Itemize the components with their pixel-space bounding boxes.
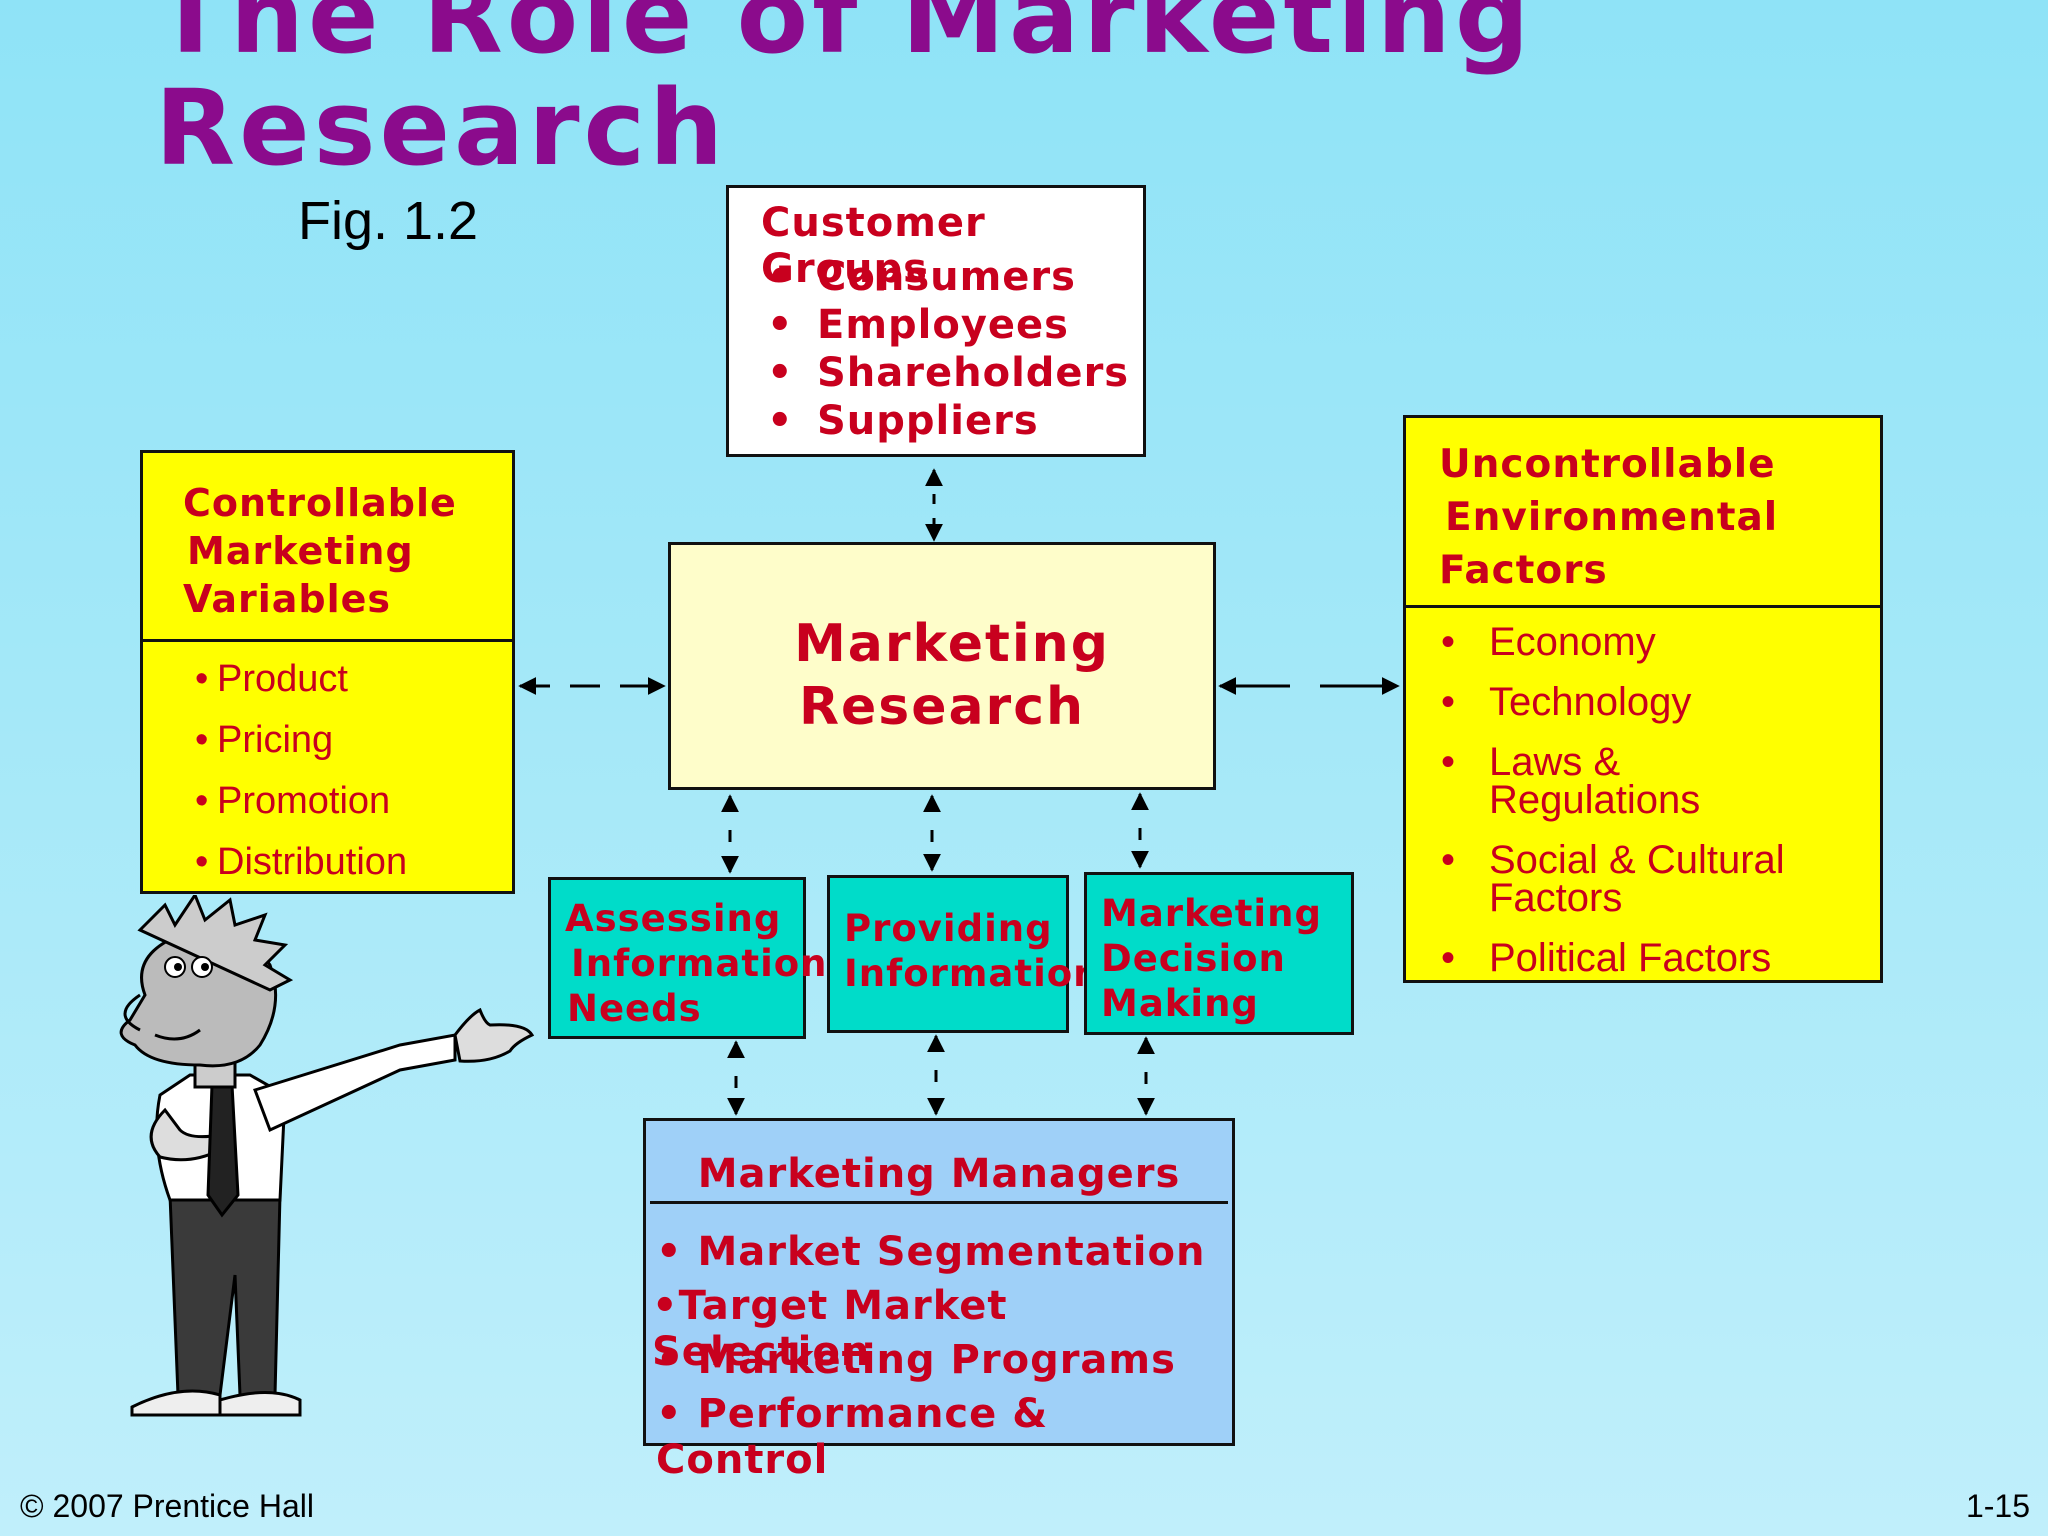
managers-heading: Marketing Managers (697, 1151, 1181, 1197)
presenter-cartoon-icon (119, 895, 535, 1417)
list-item: •Economy (1441, 620, 1656, 664)
divider (650, 1201, 1228, 1204)
list-item: •Pricing (195, 719, 334, 761)
title-line-2: Research (155, 67, 728, 189)
list-item: •Suppliers (767, 398, 1039, 444)
controllable-variables-box: Controllable Marketing Variables •Produc… (140, 450, 515, 894)
list-item: •Technology (1441, 680, 1692, 724)
copyright: © 2007 Prentice Hall (20, 1488, 314, 1524)
managers-list: • Market Segmentation •Target Market Sel… (652, 1229, 1232, 1483)
list-item: •Distribution (195, 841, 408, 883)
divider (143, 639, 512, 642)
list-item: • Marketing Programs (656, 1337, 1176, 1383)
assessing-information-needs-box: Assessing Information Needs (548, 877, 827, 1039)
list-item: • Performance & Control (656, 1391, 1049, 1483)
list-item: •Promotion (195, 780, 391, 822)
marketing-research-box: Marketing Research (668, 542, 1216, 790)
slide-title: The Role of Marketing Research (155, 0, 1555, 184)
marketing-decision-making-box: Marketing Decision Making (1084, 872, 1354, 1035)
figure-label: Fig. 1.2 (298, 191, 479, 251)
customer-groups-heading: Customer Groups (761, 200, 986, 292)
list-item: •Consumers (767, 254, 1076, 300)
list-item: •Shareholders (767, 350, 1130, 396)
list-item: •Product (195, 658, 348, 700)
uncontrollable-heading: Uncontrollable Environmental Factors (1439, 442, 1779, 593)
list-item: • Market Segmentation (656, 1229, 1206, 1275)
divider (1406, 605, 1880, 608)
customer-groups-box: Customer Groups •Consumers •Employees •S… (726, 185, 1146, 457)
uncontrollable-factors-box: Uncontrollable Environmental Factors •Ec… (1403, 415, 1883, 983)
marketing-research-label: Marketing Research (794, 614, 1110, 737)
controllable-list: •Product •Pricing •Promotion •Distributi… (195, 658, 407, 902)
marketing-managers-box: Marketing Managers • Market Segmentation… (643, 1118, 1235, 1483)
list-item: •Employees (767, 302, 1069, 348)
customer-groups-list: •Consumers •Employees •Shareholders •Sup… (767, 254, 1129, 446)
list-item: •Target Market Selection (652, 1283, 1008, 1375)
list-item: •Political Factors (1441, 936, 1772, 980)
uncontrollable-list: •Economy •Technology •Laws &Regulations … (1441, 620, 1785, 999)
controllable-heading: Controllable Marketing Variables (183, 481, 457, 621)
list-item: •Laws &Regulations (1441, 740, 1701, 822)
slide-number: 1-15 (1965, 1488, 2030, 1524)
title-line-1: The Role of Marketing (155, 0, 1534, 77)
providing-information-box: Providing Information (827, 875, 1100, 1033)
